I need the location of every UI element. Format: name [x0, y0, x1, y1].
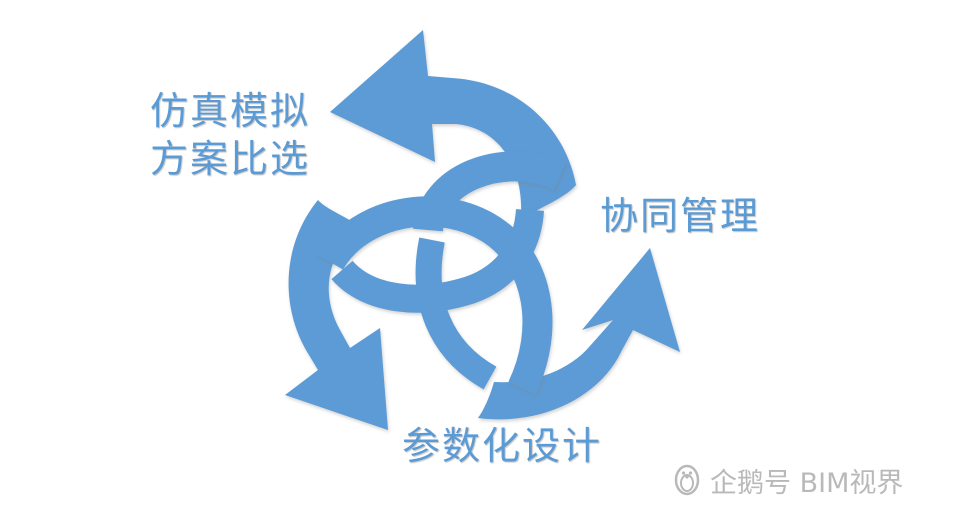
simulation-label: 仿真模拟 方案比选 [150, 88, 310, 184]
simulation-label-line1: 仿真模拟 [150, 89, 311, 133]
simulation-label-line2: 方案比选 [150, 137, 311, 181]
ring-right [413, 151, 566, 233]
arrow-to-collaboration [478, 248, 680, 420]
ring-inner [415, 237, 497, 390]
ring-bottom [331, 208, 544, 313]
arrow-to-parametric [285, 200, 388, 430]
ring-left [317, 196, 553, 395]
collaboration-label: 协同管理 [600, 194, 761, 238]
arrow-to-simulation [330, 30, 576, 218]
watermark-text: 企鹅号 BIM视界 [710, 467, 904, 499]
penguin-icon [674, 464, 700, 496]
parametric-label: 参数化设计 [402, 424, 603, 468]
watermark: 企鹅号 BIM视界 [672, 462, 904, 499]
